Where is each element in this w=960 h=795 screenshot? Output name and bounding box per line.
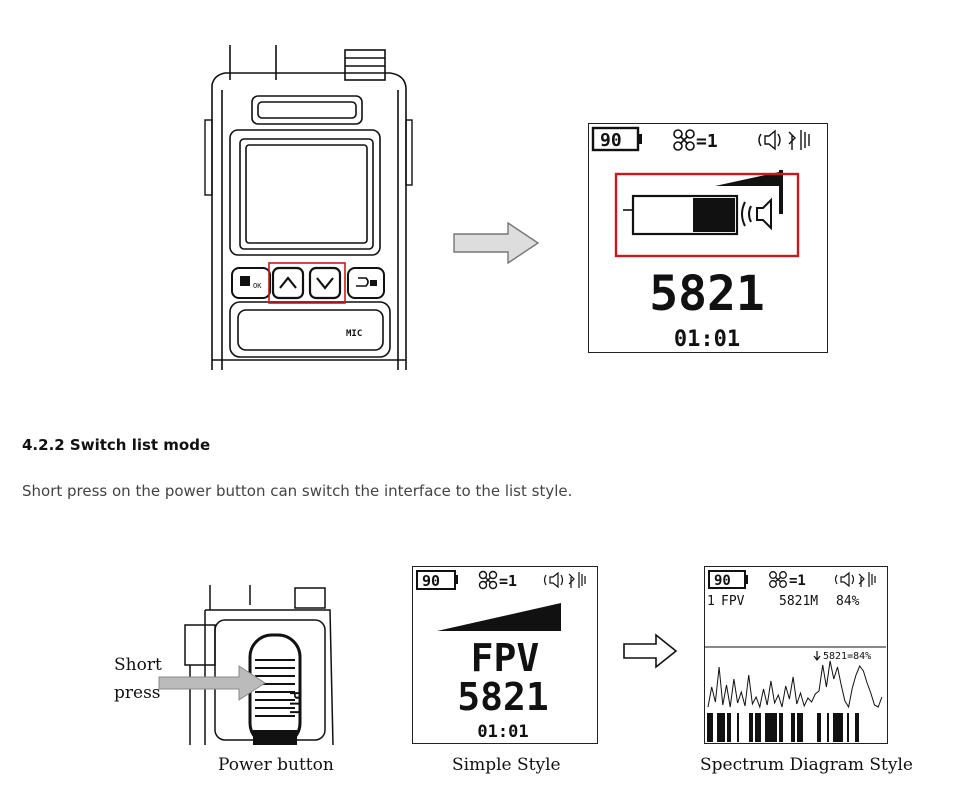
channel-label: =1 [499, 572, 517, 590]
signal-bars-icon [858, 572, 876, 587]
power-button-illustration: PTT [158, 585, 334, 745]
timer-value: 01:01 [674, 327, 740, 351]
drone-icon [673, 129, 695, 151]
section-paragraph: Short press on the power button can swit… [22, 482, 573, 500]
occupancy-bar [727, 713, 731, 742]
timer-value: 01:01 [477, 722, 528, 742]
power-button-caption: Power button [218, 755, 334, 775]
up-arrow-icon [279, 276, 297, 289]
frequency-value: 5821 [649, 266, 765, 322]
drone-icon [769, 571, 787, 588]
short-press-label-1: Short [114, 655, 162, 675]
signal-bars-icon [568, 572, 586, 588]
simple-style-screen: 90 =1 FPV 5821 01:01 [412, 566, 598, 744]
occupancy-bar [833, 713, 843, 742]
signal-bars-icon [788, 130, 810, 150]
occupancy-bar [755, 713, 761, 742]
occupancy-bar [847, 713, 849, 742]
volume-level-fill [693, 198, 735, 232]
occupancy-bar [717, 713, 725, 742]
radio-front-illustration: OK MIC [204, 45, 413, 370]
occupancy-bar [749, 713, 753, 742]
occupancy-bar [827, 713, 829, 742]
spectrum-style-screen: 90 =1 1 FPV 5821M 84% 5821=84% [704, 566, 888, 744]
press-arrow-icon [158, 665, 266, 701]
occupancy-bar [855, 713, 859, 742]
down-arrow-icon [316, 277, 334, 290]
battery-level: 90 [422, 572, 440, 590]
simple-style-caption: Simple Style [452, 755, 561, 775]
short-press-label-2: press [114, 683, 161, 703]
band-label: FPV [471, 636, 540, 680]
occupancy-bar [737, 713, 739, 742]
list-frequency: 5821M [779, 594, 818, 609]
occupancy-bar [765, 713, 777, 742]
mic-label: MIC [346, 329, 362, 339]
ptt-label: PTT [286, 691, 302, 716]
occupancy-bar [779, 713, 783, 742]
arrow-right-icon [623, 633, 678, 669]
volume-adjust-screen: 90 =1 FPV 5821 01 [588, 123, 828, 353]
frequency-value: 5821 [457, 675, 549, 719]
channel-occupancy-bars [707, 713, 859, 742]
back-lock-icon [356, 277, 369, 287]
spectrum-style-caption: Spectrum Diagram Style [700, 755, 913, 775]
battery-level: 90 [600, 130, 622, 151]
list-band: FPV [721, 594, 745, 609]
occupancy-bar [797, 713, 803, 742]
marker-label: 5821=84% [823, 651, 871, 662]
drone-icon [478, 570, 498, 590]
occupancy-bar [707, 713, 713, 742]
occupancy-bar [791, 713, 795, 742]
marker-arrow-icon [813, 651, 821, 661]
list-index: 1 [707, 594, 715, 609]
channel-label: =1 [696, 131, 718, 152]
ok-key-label: OK [253, 282, 262, 290]
channel-label: =1 [789, 573, 806, 589]
section-heading: 4.2.2 Switch list mode [22, 436, 211, 454]
battery-level: 90 [714, 573, 731, 589]
arrow-right-icon [453, 221, 540, 265]
list-percent: 84% [836, 594, 860, 609]
speaker-icon [543, 571, 564, 589]
occupancy-bar [817, 713, 821, 742]
volume-popup-highlight [614, 172, 800, 258]
speaker-icon [758, 129, 781, 151]
signal-strength-wedge [437, 603, 561, 631]
spectrum-trace [707, 660, 883, 709]
speaker-icon [834, 571, 855, 588]
